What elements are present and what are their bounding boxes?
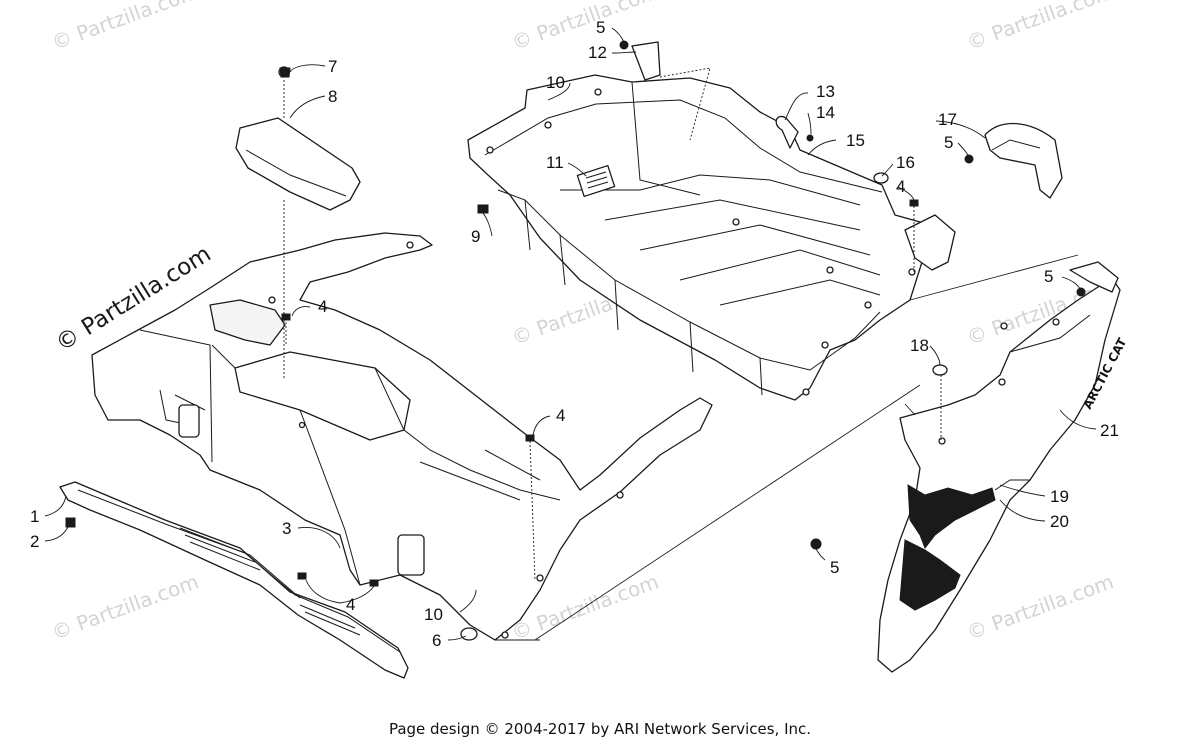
callout-5: 5 — [830, 558, 839, 577]
callout-labels: 7 8 1 2 3 4 4 4 4 5 5 5 5 6 9 10 10 11 1… — [30, 18, 1119, 650]
washer-part — [873, 172, 889, 184]
callout-20: 20 — [1050, 512, 1069, 531]
clip-part — [775, 115, 799, 149]
callout-9: 9 — [471, 227, 480, 246]
leader-lines — [44, 27, 1097, 641]
callout-19: 19 — [1050, 487, 1069, 506]
callout-4: 4 — [346, 595, 355, 614]
watermark: © Partzilla.com — [49, 569, 202, 644]
callout-13: 13 — [816, 82, 835, 101]
callout-16: 16 — [896, 153, 915, 172]
watermark: © Partzilla.com — [49, 0, 202, 55]
callout-11: 11 — [546, 153, 564, 172]
callout-5: 5 — [596, 18, 605, 37]
callout-4: 4 — [556, 406, 565, 425]
callout-17: 17 — [938, 110, 957, 129]
bumper-block-part — [904, 214, 956, 271]
callout-21: 21 — [1100, 421, 1119, 440]
rear-body-panel-part — [91, 232, 713, 641]
callout-3: 3 — [282, 519, 291, 538]
callout-18: 18 — [910, 336, 929, 355]
callout-8: 8 — [328, 87, 337, 106]
callout-10: 10 — [424, 605, 443, 624]
callout-14: 14 — [816, 103, 835, 122]
callout-2: 2 — [30, 532, 39, 551]
handle-part — [984, 122, 1063, 199]
plug-part — [932, 364, 948, 376]
callout-5: 5 — [944, 133, 953, 152]
callout-10: 10 — [546, 73, 565, 92]
grommet-part — [460, 627, 478, 641]
callout-6: 6 — [432, 631, 441, 650]
watermark: © Partzilla.com — [964, 0, 1117, 55]
cargo-box-part — [467, 74, 923, 401]
callout-4: 4 — [896, 177, 905, 196]
assembly-guides — [283, 67, 1079, 641]
callout-12: 12 — [588, 43, 607, 62]
callout-5: 5 — [1044, 267, 1053, 286]
callout-7: 7 — [328, 57, 337, 76]
callout-4: 4 — [318, 297, 327, 316]
side-panel-part: ARCTIC CAT — [877, 261, 1130, 673]
front-grille-part — [59, 481, 409, 679]
lid-cover-part — [235, 117, 361, 211]
watermark: © Partzilla.com — [964, 569, 1117, 644]
callout-15: 15 — [846, 131, 865, 150]
bracket-part — [631, 41, 661, 81]
page-footer: Page design © 2004-2017 by ARI Network S… — [388, 720, 812, 738]
callout-1: 1 — [30, 507, 39, 526]
